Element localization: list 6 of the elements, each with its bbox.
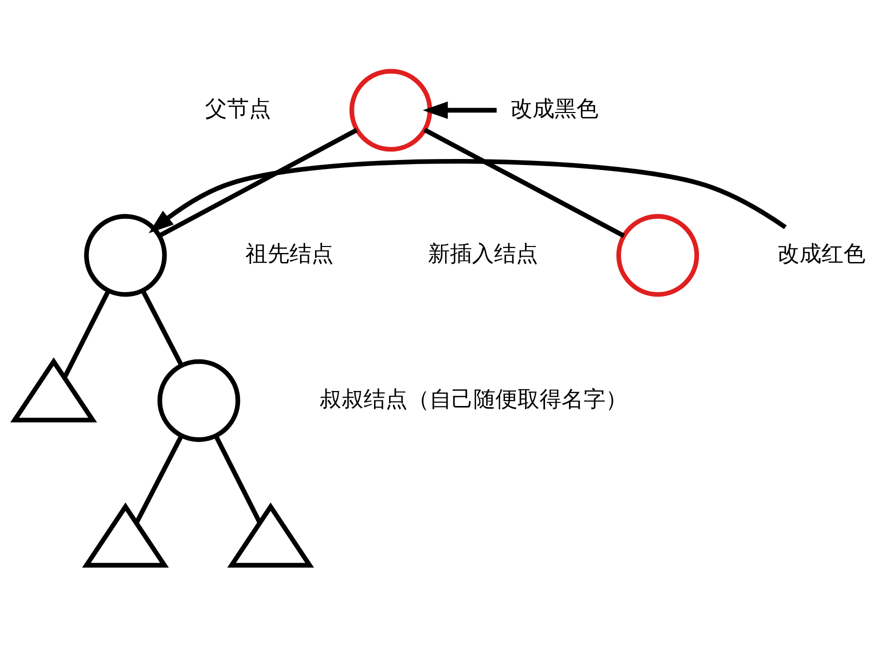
node-label: 祖先结点 (245, 242, 334, 267)
node-label: 新插入结点 (428, 242, 538, 267)
node-text: 改成黑色 (510, 96, 599, 122)
node-label: 叔叔结点（自己随便取得名字） (320, 386, 628, 412)
node-label: 父节点 (204, 96, 271, 122)
node-text: 改成红色 (778, 242, 866, 267)
